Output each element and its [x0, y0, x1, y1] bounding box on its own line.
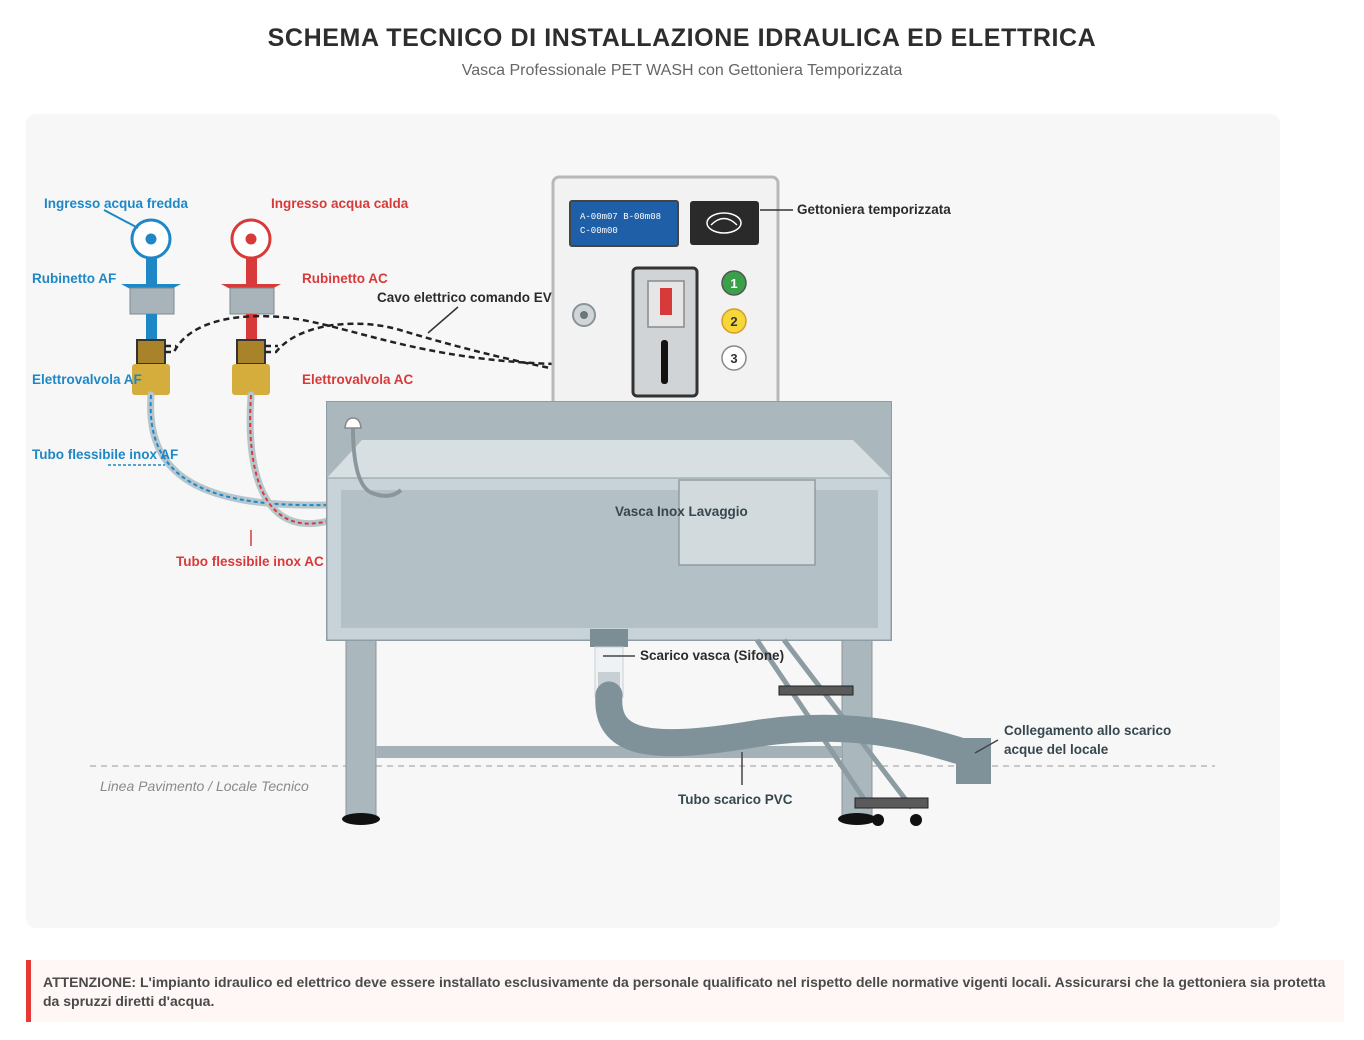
room-drain-label-line2: acque del locale	[1004, 742, 1109, 757]
coin-slot[interactable]	[661, 340, 668, 384]
tap-cold[interactable]	[129, 287, 175, 315]
pvc-drain-pipe	[595, 681, 974, 765]
floor-label: Linea Pavimento / Locale Tecnico	[100, 778, 309, 794]
valve-cold-head	[136, 339, 166, 365]
cold-water-supply	[103, 209, 181, 395]
flex-hoses	[147, 391, 332, 527]
program-button-2-label: 2	[730, 314, 737, 329]
cable-leader	[427, 306, 459, 334]
shower-hose	[350, 419, 403, 498]
cold-inlet-label: Ingresso acqua fredda	[44, 196, 189, 211]
page-subtitle: Vasca Professionale PET WASH con Gettoni…	[461, 62, 903, 79]
program-button-3[interactable]	[721, 345, 747, 371]
page-title: SCHEMA TECNICO DI INSTALLAZIONE IDRAULIC…	[267, 24, 1097, 52]
card-reader[interactable]	[690, 201, 759, 245]
program-button-1-label: 1	[730, 276, 737, 291]
control-cable	[165, 314, 556, 371]
room-drain-leader	[974, 739, 999, 754]
display-line-1: A-00m07 B-00m08	[580, 212, 661, 222]
tub-inner-panel	[678, 479, 816, 566]
tub-label: Vasca Inox Lavaggio	[615, 504, 748, 519]
warning-heading: ATTENZIONE:	[43, 974, 137, 990]
coin-unit-label: Gettoniera temporizzata	[797, 202, 951, 217]
tap-hot[interactable]	[229, 287, 275, 315]
tap-cold-label: Rubinetto AF	[32, 271, 116, 286]
room-drain-connection	[956, 738, 991, 784]
program-button-3-label: 3	[730, 351, 737, 366]
valve-hot-label: Elettrovalvola AC	[302, 372, 414, 387]
hot-water-supply	[221, 218, 281, 395]
valve-hot[interactable]	[232, 364, 270, 395]
valve-cold[interactable]	[132, 364, 170, 395]
hose-hot-label: Tubo flessibile inox AC	[176, 554, 324, 569]
pvc-pipe-label: Tubo scarico PVC	[678, 792, 793, 807]
tap-hot-label: Rubinetto AC	[302, 271, 388, 286]
hose-cold-label: Tubo flessibile inox AF	[32, 447, 178, 462]
cable-label: Cavo elettrico comando EV	[377, 290, 552, 305]
wash-tub	[326, 401, 892, 825]
valve-cold-label: Elettrovalvola AF	[32, 372, 142, 387]
hot-inlet-label: Ingresso acqua calda	[271, 196, 409, 211]
hose-cold	[147, 391, 332, 509]
warning-box: ATTENZIONE: L'impianto idraulico ed elet…	[26, 960, 1344, 1022]
room-drain-label-line1: Collegamento allo scarico	[1004, 723, 1171, 738]
valve-hot-head	[236, 339, 266, 365]
display-line-2: C-00m00	[580, 226, 618, 236]
timer-display	[569, 200, 679, 247]
card-reader-icon	[706, 212, 742, 234]
drain-label: Scarico vasca (Sifone)	[640, 648, 784, 663]
coin-unit: A-00m07 B-00m08 C-00m00 1 2 3	[551, 175, 793, 409]
warning-text: L'impianto idraulico ed elettrico deve e…	[43, 974, 1326, 1009]
shower-head-icon	[344, 417, 362, 429]
cold-inlet-leader	[103, 209, 139, 229]
drain-outlet	[590, 629, 628, 647]
coin-return-button[interactable]	[660, 288, 672, 315]
program-button-1[interactable]	[721, 270, 747, 296]
program-button-2[interactable]	[721, 308, 747, 334]
